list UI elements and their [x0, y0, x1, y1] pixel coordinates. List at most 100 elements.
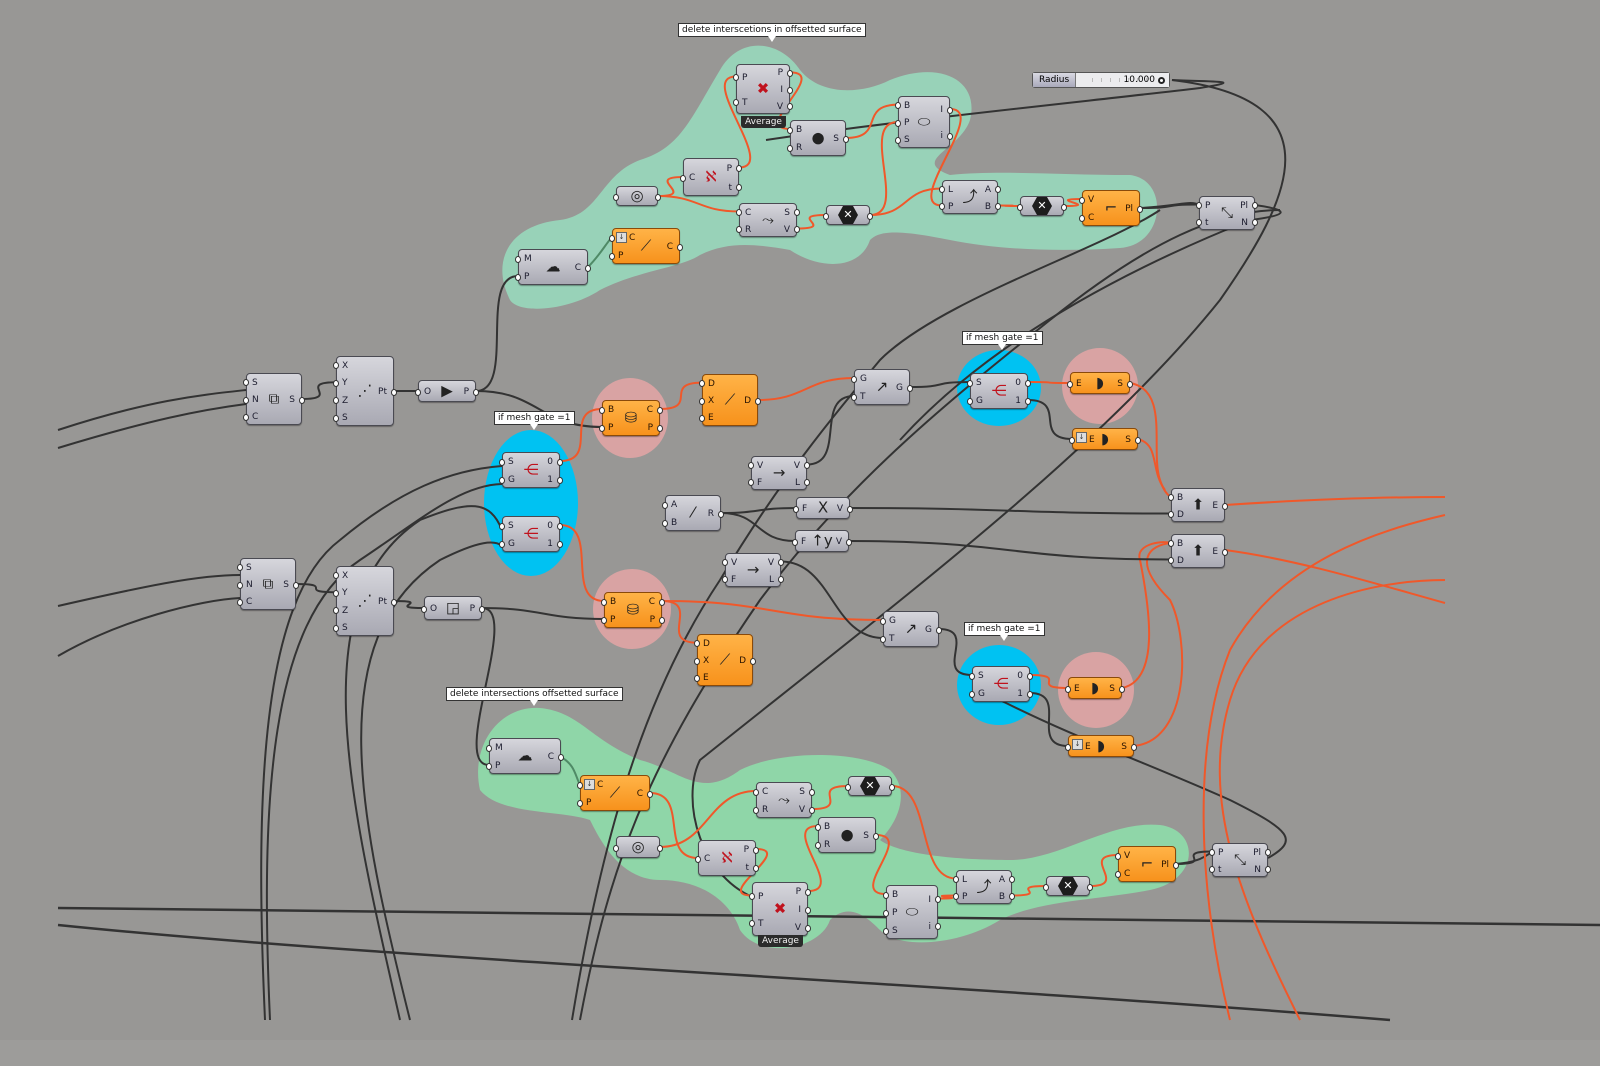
input-grip[interactable] — [699, 397, 705, 405]
output-grip[interactable] — [936, 626, 942, 634]
input-grip[interactable] — [613, 193, 619, 201]
output-grip[interactable] — [391, 598, 397, 606]
input-grip[interactable] — [499, 476, 505, 484]
input-grip[interactable] — [577, 799, 583, 807]
input-grip[interactable] — [599, 424, 605, 432]
output-grip[interactable] — [479, 605, 485, 613]
output-grip[interactable] — [657, 406, 663, 414]
output-grip[interactable] — [804, 479, 810, 486]
output-grip[interactable] — [1009, 893, 1015, 900]
input-grip[interactable] — [880, 617, 886, 625]
input-grip[interactable] — [787, 126, 793, 134]
input-grip[interactable] — [1065, 743, 1071, 751]
input-grip[interactable] — [662, 501, 668, 509]
input-grip[interactable] — [880, 635, 886, 643]
input-grip[interactable] — [499, 522, 505, 530]
output-grip[interactable] — [778, 559, 784, 566]
input-grip[interactable] — [793, 505, 799, 513]
output-grip[interactable] — [1135, 436, 1141, 444]
flatten-param[interactable]: ◎ — [613, 836, 663, 858]
input-grip[interactable] — [733, 74, 739, 81]
input-grip[interactable] — [851, 375, 857, 383]
input-grip[interactable] — [333, 379, 339, 387]
input-grip[interactable] — [515, 255, 521, 263]
input-grip[interactable] — [333, 362, 339, 370]
input-grip[interactable] — [883, 909, 889, 917]
graft-toggle-icon[interactable]: ↓ — [584, 779, 595, 790]
output-grip[interactable] — [1222, 502, 1228, 510]
input-grip[interactable] — [1115, 852, 1121, 860]
output-grip[interactable] — [889, 783, 895, 791]
input-grip[interactable] — [486, 762, 492, 770]
input-grip[interactable] — [883, 927, 889, 935]
input-grip[interactable] — [695, 855, 701, 863]
output-grip[interactable] — [1265, 849, 1271, 856]
output-grip[interactable] — [655, 193, 661, 201]
output-grip[interactable] — [778, 576, 784, 583]
input-grip[interactable] — [415, 388, 421, 396]
radius-slider[interactable]: Radius 10.000 — [1032, 72, 1170, 88]
input-grip[interactable] — [967, 397, 973, 405]
input-grip[interactable] — [1168, 540, 1174, 547]
input-grip[interactable] — [237, 598, 243, 606]
input-grip[interactable] — [736, 226, 742, 233]
output-grip[interactable] — [755, 397, 761, 405]
input-grip[interactable] — [1079, 196, 1085, 204]
input-grip[interactable] — [967, 379, 973, 387]
input-grip[interactable] — [613, 844, 619, 852]
output-grip[interactable] — [299, 396, 305, 404]
input-grip[interactable] — [895, 119, 901, 127]
input-grip[interactable] — [1017, 203, 1023, 211]
input-grip[interactable] — [953, 893, 959, 900]
input-grip[interactable] — [1168, 511, 1174, 518]
output-grip[interactable] — [805, 906, 811, 914]
output-grip[interactable] — [557, 522, 563, 530]
output-grip[interactable] — [753, 846, 759, 854]
input-grip[interactable] — [601, 598, 607, 606]
input-grip[interactable] — [515, 273, 521, 281]
input-grip[interactable] — [577, 781, 583, 789]
input-grip[interactable] — [694, 674, 700, 682]
input-grip[interactable] — [699, 380, 705, 388]
output-grip[interactable] — [794, 209, 800, 216]
input-grip[interactable] — [749, 893, 755, 900]
input-grip[interactable] — [1069, 436, 1075, 444]
input-grip[interactable] — [815, 823, 821, 831]
input-grip[interactable] — [1043, 883, 1049, 891]
input-grip[interactable] — [733, 99, 739, 106]
input-grip[interactable] — [694, 640, 700, 648]
output-grip[interactable] — [657, 424, 663, 432]
output-grip[interactable] — [804, 462, 810, 469]
input-grip[interactable] — [753, 806, 759, 814]
output-grip[interactable] — [557, 540, 563, 548]
input-grip[interactable] — [599, 406, 605, 414]
input-grip[interactable] — [851, 393, 857, 401]
relay-x-param[interactable]: ✕ — [845, 776, 895, 796]
output-grip[interactable] — [718, 510, 724, 518]
input-grip[interactable] — [1196, 202, 1202, 209]
relay-x-param[interactable]: ✕ — [1017, 196, 1067, 216]
input-grip[interactable] — [1065, 685, 1071, 693]
relay-x-param[interactable]: ✕ — [823, 205, 873, 225]
input-grip[interactable] — [939, 203, 945, 210]
graft-toggle-icon[interactable]: ↓ — [1072, 739, 1083, 750]
output-grip[interactable] — [1027, 672, 1033, 680]
